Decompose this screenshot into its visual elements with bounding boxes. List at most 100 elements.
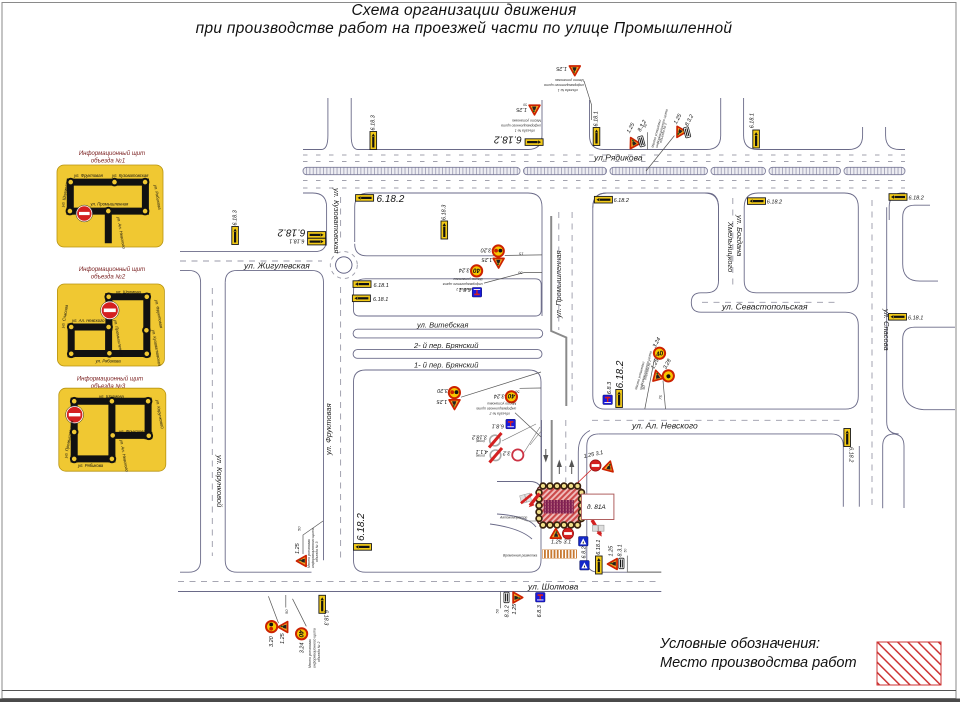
svg-text:3.20: 3.20 xyxy=(480,247,492,253)
svg-text:1.25: 1.25 xyxy=(481,256,493,262)
svg-text:информационного щита: информационного щита xyxy=(313,628,317,668)
svg-text:ул. Шолмова: ул. Шолмова xyxy=(527,582,579,592)
svg-text:ул. Фруктовая: ул. Фруктовая xyxy=(154,298,164,329)
svg-text:ул. Ал. Невского: ул. Ал. Невского xyxy=(119,438,130,472)
svg-text:6.18.2: 6.18.2 xyxy=(615,360,626,388)
svg-text:объезда № 2: объезда № 2 xyxy=(490,412,510,416)
svg-text:6.18.3: 6.18.3 xyxy=(232,209,238,225)
svg-text:3.20: 3.20 xyxy=(436,387,448,393)
svg-text:объезда № 3: объезда № 3 xyxy=(315,542,319,562)
svg-text:Временная разметка: Временная разметка xyxy=(503,554,537,558)
svg-text:3.20: 3.20 xyxy=(269,635,275,647)
svg-text:50: 50 xyxy=(523,103,527,107)
svg-text:3.2: 3.2 xyxy=(503,450,511,456)
svg-text:6.18.1: 6.18.1 xyxy=(750,113,756,128)
svg-text:50: 50 xyxy=(297,526,302,531)
svg-text:ул. Фруктовая: ул. Фруктовая xyxy=(73,173,104,178)
svg-text:1.25: 1.25 xyxy=(650,357,661,370)
svg-text:объезда № 1: объезда № 1 xyxy=(643,359,652,380)
svg-text:ул. Кузоватовская: ул. Кузоватовская xyxy=(332,187,341,253)
svg-text:4.1.1: 4.1.1 xyxy=(476,448,488,454)
svg-text:ул. Фруктовая: ул. Фруктовая xyxy=(324,403,333,456)
svg-text:ул. Севастопольская: ул. Севастопольская xyxy=(721,302,808,312)
svg-text:1.25: 1.25 xyxy=(555,65,567,71)
svg-text:50: 50 xyxy=(641,384,647,390)
svg-text:1.25: 1.25 xyxy=(295,542,301,554)
svg-text:ул. Промышленная: ул. Промышленная xyxy=(63,419,75,459)
svg-text:1.25: 1.25 xyxy=(280,632,286,644)
svg-text:50: 50 xyxy=(517,270,522,275)
svg-text:ул. Кузоватовская: ул. Кузоватовская xyxy=(111,173,149,178)
svg-text:(отм): (отм) xyxy=(476,454,485,458)
svg-text:3.1: 3.1 xyxy=(564,540,572,546)
svg-text:Хмельницкого: Хмельницкого xyxy=(726,221,735,272)
svg-text:6.18.2: 6.18.2 xyxy=(277,227,305,238)
svg-text:д. 81А: д. 81А xyxy=(587,503,606,511)
svg-text:50: 50 xyxy=(643,123,648,128)
svg-text:3.24: 3.24 xyxy=(494,393,505,399)
svg-text:информационного щита: информационного щита xyxy=(311,528,315,568)
svg-text:6.18.2: 6.18.2 xyxy=(356,513,367,541)
svg-text:информационного щита: информационного щита xyxy=(443,282,483,286)
svg-text:Автокомпрессор: Автокомпрессор xyxy=(499,516,527,520)
svg-text:ул. Рябикова: ул. Рябикова xyxy=(95,359,122,364)
svg-text:6.8.2: 6.8.2 xyxy=(582,546,588,558)
svg-text:8.3.2: 8.3.2 xyxy=(637,119,648,133)
svg-text:ул.Рядикова: ул.Рядикова xyxy=(593,153,643,163)
svg-text:6.18.1: 6.18.1 xyxy=(289,237,304,243)
svg-text:6.18.2: 6.18.2 xyxy=(848,447,854,462)
svg-text:75: 75 xyxy=(658,394,664,400)
svg-text:Место производства работ: Место производства работ xyxy=(660,655,857,671)
svg-text:ул. Рябикова: ул. Рябикова xyxy=(77,463,104,468)
svg-text:Схема организации движения: Схема организации движения xyxy=(351,2,576,19)
svg-text:Информационный щит: Информационный щит xyxy=(77,376,143,383)
svg-text:6.18.1: 6.18.1 xyxy=(594,111,600,126)
svg-text:1.25: 1.25 xyxy=(512,603,518,615)
svg-text:15: 15 xyxy=(518,252,523,257)
svg-text:2- й пер. Брянский: 2- й пер. Брянский xyxy=(413,341,479,350)
svg-text:ул. Шолмова: ул. Шолмова xyxy=(98,394,124,399)
svg-text:1.25: 1.25 xyxy=(673,112,684,125)
svg-text:информационного щита: информационного щита xyxy=(501,124,541,128)
svg-text:ул. Рябикова: ул. Рябикова xyxy=(153,183,163,210)
svg-text:3.24: 3.24 xyxy=(652,337,662,349)
svg-text:6.18.3: 6.18.3 xyxy=(371,114,377,130)
svg-text:Условные обозначения:: Условные обозначения: xyxy=(659,636,820,652)
svg-text:50: 50 xyxy=(514,389,519,394)
svg-text:3.28: 3.28 xyxy=(662,357,673,370)
svg-text:1- й пер. Брянский: 1- й пер. Брянский xyxy=(414,361,479,370)
svg-text:ул. Шолмова: ул. Шолмова xyxy=(115,290,141,295)
svg-text:Место установки: Место установки xyxy=(634,361,645,390)
svg-text:3.24: 3.24 xyxy=(299,643,305,654)
svg-text:1.25 3.1: 1.25 3.1 xyxy=(583,450,604,460)
svg-text:(отм): (отм) xyxy=(476,439,485,443)
svg-text:объезда № 2: объезда № 2 xyxy=(456,287,476,291)
svg-text:6.18.2: 6.18.2 xyxy=(909,196,924,202)
svg-text:6.8.1: 6.8.1 xyxy=(459,286,471,292)
svg-text:50: 50 xyxy=(495,608,500,613)
svg-text:ул. Ал. Невского: ул. Ал. Невского xyxy=(71,318,105,323)
svg-text:ул. Промышленная: ул. Промышленная xyxy=(113,318,125,358)
svg-text:Место установки: Место установки xyxy=(651,119,662,148)
svg-text:1.25: 1.25 xyxy=(626,121,637,134)
svg-text:6.18.1: 6.18.1 xyxy=(373,297,388,303)
svg-text:ул. Фруктовая: ул. Фруктовая xyxy=(118,429,149,434)
svg-text:объезда №2: объезда №2 xyxy=(91,274,126,281)
svg-text:объезда №3: объезда №3 xyxy=(91,383,126,390)
svg-text:3.18.2: 3.18.2 xyxy=(472,433,487,439)
svg-text:6.18.2: 6.18.2 xyxy=(377,194,405,205)
svg-text:ул. Корунковой: ул. Корунковой xyxy=(155,398,165,429)
svg-text:информационного щита: информационного щита xyxy=(544,83,584,87)
svg-text:объезда № 1: объезда № 1 xyxy=(515,129,535,133)
svg-text:ул. Спасова: ул. Спасова xyxy=(60,304,69,329)
svg-text:Место установки: Место установки xyxy=(512,119,541,123)
svg-text:объезда № 2: объезда № 2 xyxy=(317,642,321,662)
svg-text:ул. Шолмова: ул. Шолмова xyxy=(60,181,70,208)
svg-text:6.18.1: 6.18.1 xyxy=(596,540,602,555)
svg-text:6.8.1: 6.8.1 xyxy=(492,423,504,429)
svg-text:объезда №1: объезда №1 xyxy=(91,158,125,165)
svg-text:3.24: 3.24 xyxy=(459,266,470,272)
svg-text:информационного щита: информационного щита xyxy=(476,407,516,411)
svg-text:ул. Спасова: ул. Спасова xyxy=(882,308,891,351)
svg-text:6.18.2: 6.18.2 xyxy=(494,134,522,145)
